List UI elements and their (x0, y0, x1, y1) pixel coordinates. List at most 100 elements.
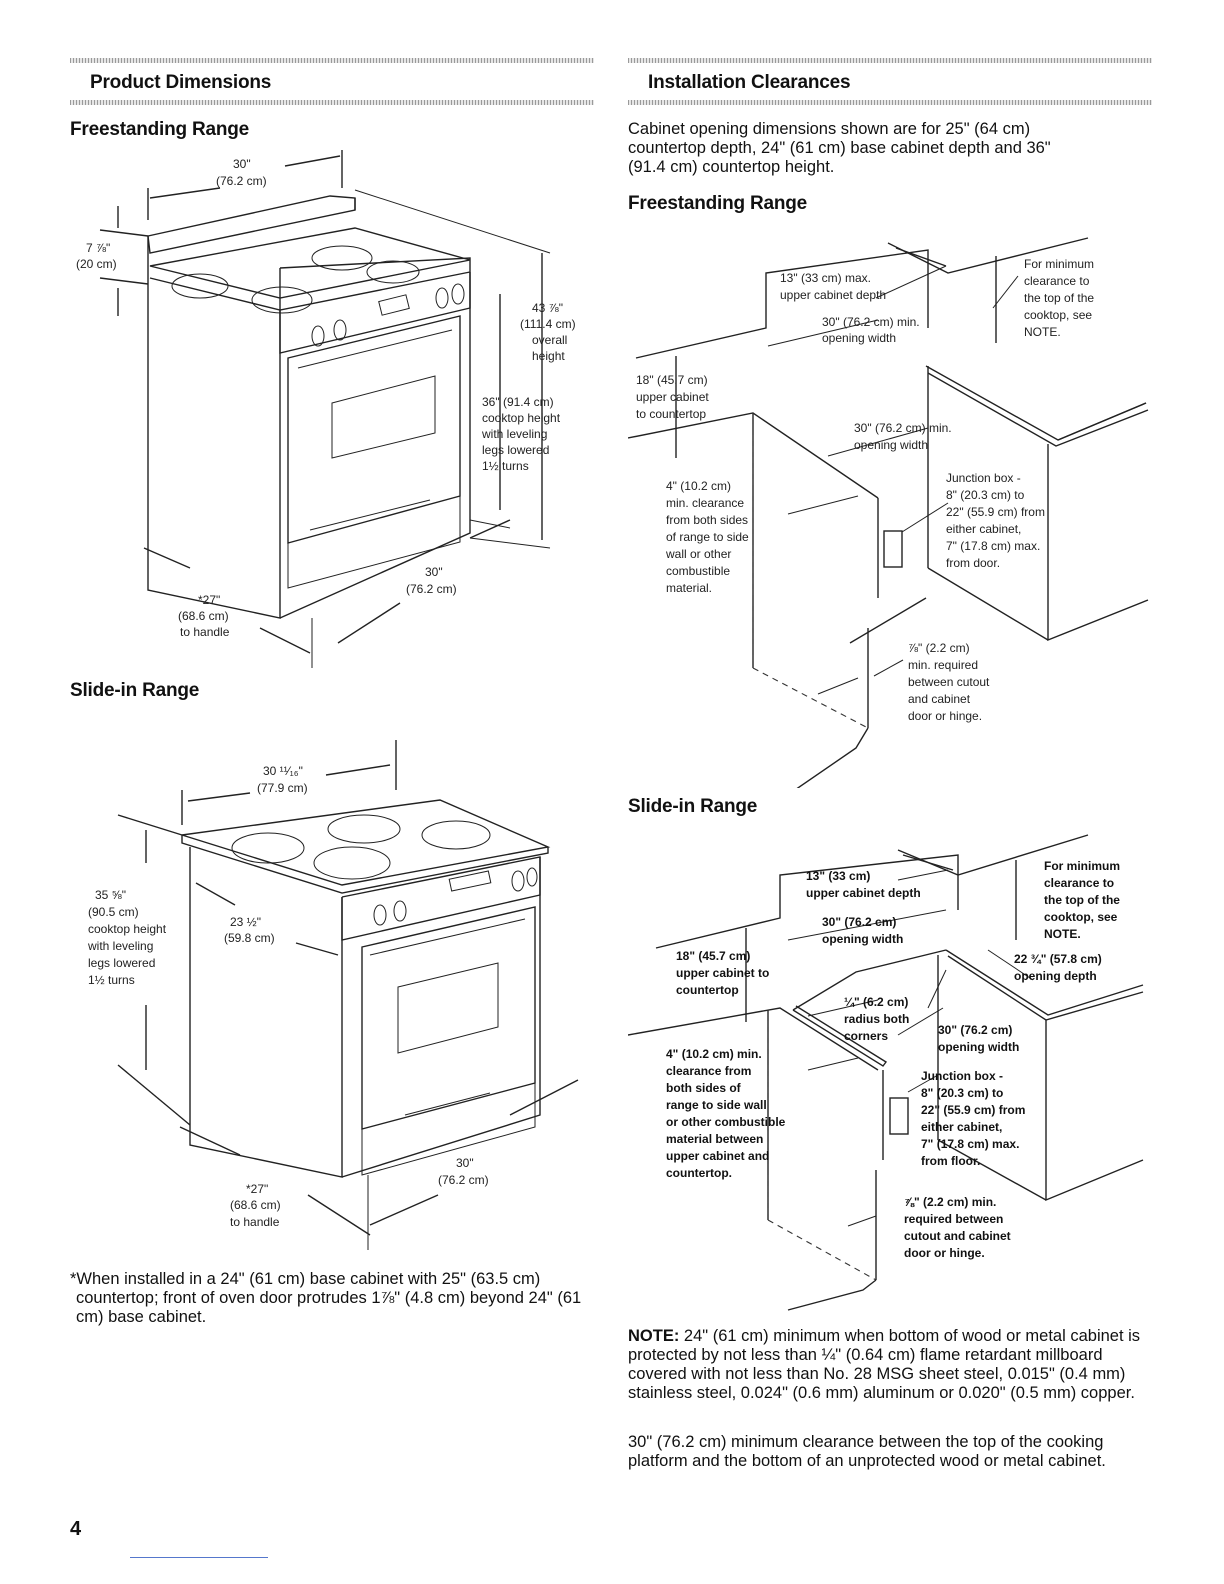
freestanding-title-left: Freestanding Range (70, 119, 250, 140)
si-h-l2: with leveling (87, 939, 153, 953)
si-handle-in: *27" (246, 1182, 268, 1196)
si-gap-4: door or hinge. (904, 1246, 985, 1260)
si-h-l4: 1½ turns (88, 973, 135, 987)
fs-handle-l: to handle (180, 625, 230, 639)
freestanding-title-right: Freestanding Range (628, 193, 808, 214)
si-radius-1: ¼" (6.2 cm) (844, 995, 908, 1009)
fs-cooktop-l4: legs lowered (482, 443, 549, 457)
fs-gap-4: and cabinet (908, 692, 971, 706)
fs-gap-5: door or hinge. (908, 709, 982, 723)
si-h-l1: cooktop height (88, 922, 167, 936)
si-jb-5: 7" (17.8 cm) max. (921, 1137, 1019, 1151)
si-open-w2-1: 30" (76.2 cm) (938, 1023, 1012, 1037)
fs-gap-3: between cutout (908, 675, 990, 689)
si-open-w2-2: opening width (938, 1040, 1019, 1054)
si-side-1: 4" (10.2 cm) min. (666, 1047, 762, 1061)
fs-overall-l2: height (532, 349, 565, 363)
fs-jb-5: 7" (17.8 cm) max. (946, 539, 1040, 553)
product-dimensions-header: Product Dimensions (70, 58, 594, 105)
si-h-cm: (90.5 cm) (88, 905, 139, 919)
si-width-in: 30 ¹¹⁄₁₆" (263, 764, 303, 778)
si-gap-2: required between (904, 1212, 1003, 1226)
fs-min-top-4: cooktop, see (1024, 308, 1092, 322)
si-h-l3: legs lowered (88, 956, 155, 970)
fs-handle-in: *27" (198, 593, 220, 607)
si-min-top-2: clearance to (1044, 876, 1114, 890)
si-side-2: clearance from (666, 1064, 751, 1078)
si-side-5: or other combustible (666, 1115, 786, 1129)
si-side-3: both sides of (666, 1081, 742, 1095)
fs-min-top-1: For minimum (1024, 257, 1094, 271)
installation-clearances-header: Installation Clearances (628, 58, 1152, 105)
section-title: Installation Clearances (648, 72, 851, 93)
fs-depth-cm: (76.2 cm) (406, 582, 457, 596)
fs-side-2: min. clearance (666, 496, 744, 510)
fs-jb-2: 8" (20.3 cm) to (946, 488, 1025, 502)
fs-handle-cm: (68.6 cm) (178, 609, 229, 623)
fs-width-in: 30" (233, 157, 251, 171)
fs-jb-3: 22" (55.9 cm) from (946, 505, 1045, 519)
si-upper-1: 18" (45.7 cm) (676, 949, 750, 963)
fs-cooktop-l2: cooktop height (482, 411, 561, 425)
fs-overall-in: 43 ⅞" (532, 301, 563, 315)
note-text: 24" (61 cm) minimum when bottom of wood … (628, 1327, 1141, 1402)
fs-cooktop-l3: with leveling (481, 427, 547, 441)
si-depth-2: opening depth (1014, 969, 1097, 983)
slidein-title-left: Slide-in Range (70, 680, 200, 701)
footer-rule (130, 1557, 268, 1558)
note-label: NOTE: (628, 1327, 680, 1345)
fs-open-w-2: opening width (822, 331, 896, 345)
si-open-w-1: 30" (76.2 cm) (822, 915, 896, 929)
fs-back-cm: (20 cm) (76, 257, 117, 271)
page-number: 4 (70, 1518, 82, 1540)
fs-gap-1: ⅞" (2.2 cm) (908, 641, 970, 655)
slidein-title-right: Slide-in Range (628, 796, 758, 817)
section-title: Product Dimensions (90, 72, 272, 93)
fs-jb-1: Junction box - (946, 471, 1021, 485)
fs-width-cm: (76.2 cm) (216, 174, 267, 188)
fs-upper-1: 18" (45.7 cm) (636, 373, 708, 387)
freestanding-range-dimensions-diagram: 30" (76.2 cm) 7 ⅞" (20 cm) 43 ⅞" (111.4 … (70, 148, 590, 668)
fs-gap-2: min. required (908, 658, 978, 672)
fs-open-w-1: 30" (76.2 cm) min. (822, 315, 920, 329)
fs-side-1: 4" (10.2 cm) (666, 479, 731, 493)
si-min-top-1: For minimum (1044, 859, 1120, 873)
si-min-top-4: cooktop, see (1044, 910, 1118, 924)
si-gap-1: ⅞" (2.2 cm) min. (904, 1195, 996, 1209)
fs-cab-depth-1: 13" (33 cm) max. (780, 271, 871, 285)
footnote: *When installed in a 24" (61 cm) base ca… (70, 1270, 582, 1326)
si-depth-in: 30" (456, 1156, 474, 1170)
fs-side-5: wall or other (665, 547, 731, 561)
si-side-4: range to side wall (666, 1098, 767, 1112)
fs-min-top-2: clearance to (1024, 274, 1090, 288)
slidein-clearance-diagram: 13" (33 cm) upper cabinet depth 30" (76.… (628, 830, 1154, 1320)
fs-upper-2: upper cabinet (636, 390, 709, 404)
fs-back-in: 7 ⅞" (86, 241, 110, 255)
fs-side-3: from both sides (666, 513, 748, 527)
si-min-top-3: the top of the (1044, 893, 1120, 907)
si-min-top-5: NOTE. (1044, 927, 1081, 941)
fs-side-6: combustible (666, 564, 730, 578)
intro-text: Cabinet opening dimensions shown are for… (628, 120, 1051, 176)
si-h-in: 35 ⅝" (95, 888, 126, 902)
fs-overall-cm: (111.4 cm) (520, 317, 576, 331)
si-jb-6: from floor. (921, 1154, 980, 1168)
si-handle-cm: (68.6 cm) (230, 1198, 281, 1212)
si-side-6: material between (666, 1132, 763, 1146)
si-side-8: countertop. (666, 1166, 732, 1180)
note-second-paragraph: 30" (76.2 cm) minimum clearance between … (628, 1433, 1106, 1470)
si-depth-1: 22 ¾" (57.8 cm) (1014, 952, 1102, 966)
si-d-cm: (59.8 cm) (224, 931, 275, 945)
fs-cooktop-l1: 36" (91.4 cm) (482, 395, 554, 409)
si-width-cm: (77.9 cm) (257, 781, 308, 795)
fs-jb-6: from door. (946, 556, 1000, 570)
si-side-7: upper cabinet and (666, 1149, 769, 1163)
si-jb-4: either cabinet, (921, 1120, 1002, 1134)
fs-depth-in: 30" (425, 565, 443, 579)
fs-overall-l1: overall (532, 333, 567, 347)
si-radius-2: radius both (844, 1012, 909, 1026)
slidein-range-dimensions-diagram: 30 ¹¹⁄₁₆" (77.9 cm) 35 ⅝" (90.5 cm) cook… (70, 735, 590, 1255)
si-jb-1: Junction box - (921, 1069, 1003, 1083)
note-paragraph: NOTE: 24" (61 cm) minimum when bottom of… (628, 1327, 1153, 1403)
si-cab-depth-2: upper cabinet depth (806, 886, 921, 900)
